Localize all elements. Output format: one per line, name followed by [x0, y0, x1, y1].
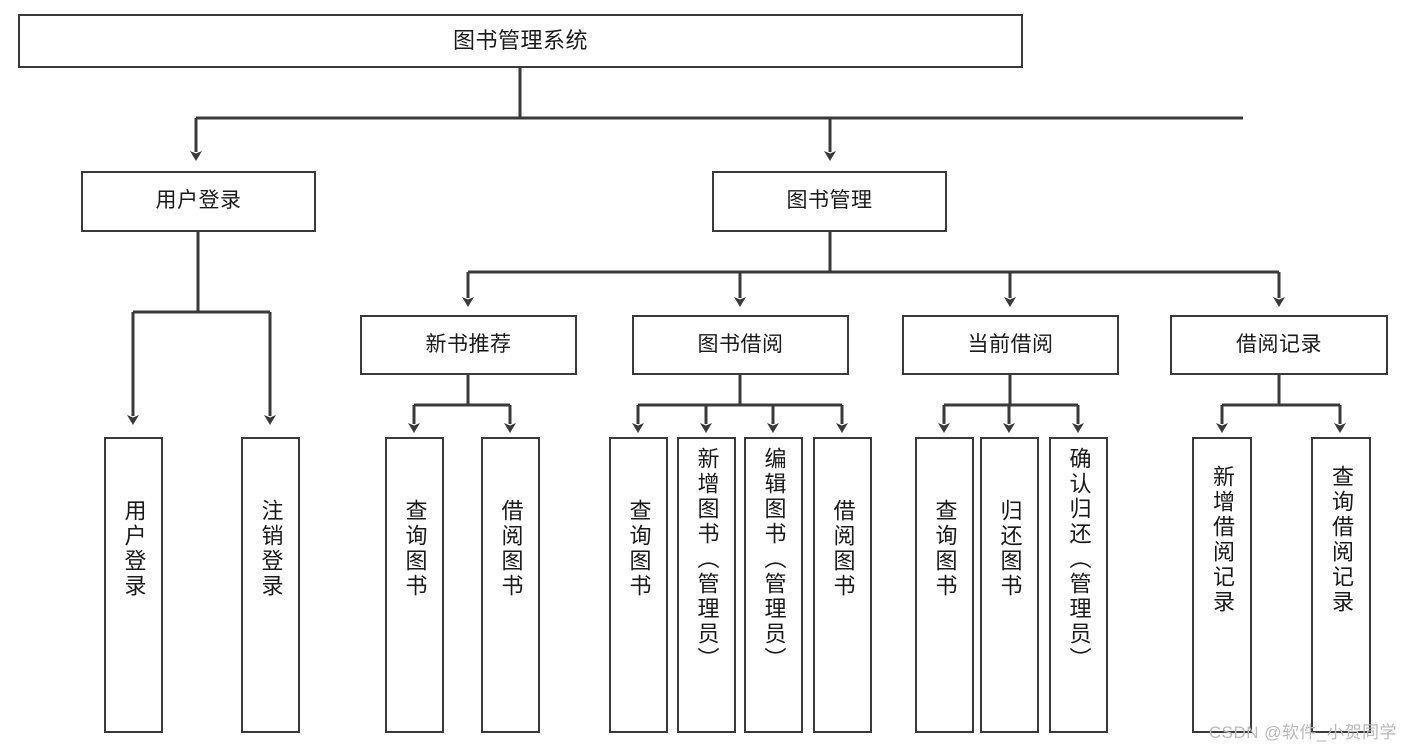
node-book-borrow[interactable]: 图书借阅	[632, 315, 849, 375]
leaf-user-login-login[interactable]: 用户登录	[104, 437, 163, 733]
node-label: 当前借阅	[967, 332, 1054, 356]
csdn-watermark: CSDN @软件_小贺同学	[1208, 723, 1397, 742]
node-book-management[interactable]: 图书管理	[712, 171, 947, 232]
node-label: 借阅图书	[498, 499, 524, 599]
node-borrow-record[interactable]: 借阅记录	[1170, 315, 1388, 375]
node-user-login[interactable]: 用户登录	[81, 171, 316, 232]
node-label: 查询图书	[932, 499, 958, 599]
node-label: 编辑图书（管理员）	[761, 447, 787, 672]
node-label: 查询图书	[402, 499, 428, 599]
node-label: 用户登录	[121, 499, 147, 599]
node-label: 图书管理系统	[452, 28, 588, 54]
node-label: 借阅图书	[830, 499, 856, 599]
leaf-book-borrow-borrow-book[interactable]: 借阅图书	[813, 437, 872, 733]
node-label: 用户登录	[155, 189, 242, 213]
leaf-current-borrow-return-book[interactable]: 归还图书	[980, 437, 1039, 733]
leaf-new-book-borrow-book[interactable]: 借阅图书	[481, 437, 540, 733]
leaf-book-borrow-query-book[interactable]: 查询图书	[609, 437, 668, 733]
leaf-borrow-record-query-record[interactable]: 查询借阅记录	[1311, 437, 1371, 733]
node-label: 确认归还（管理员）	[1066, 447, 1092, 672]
node-label: 新增借阅记录	[1210, 465, 1235, 615]
leaf-book-borrow-edit-book-admin[interactable]: 编辑图书（管理员）	[744, 437, 803, 733]
node-label: 图书借阅	[697, 332, 784, 356]
node-label: 图书管理	[786, 189, 873, 213]
node-label: 新书推荐	[425, 332, 512, 356]
leaf-new-book-query-book[interactable]: 查询图书	[385, 437, 444, 733]
node-new-book-recommend[interactable]: 新书推荐	[360, 315, 577, 375]
node-label: 查询借阅记录	[1329, 465, 1354, 615]
node-label: 归还图书	[997, 499, 1023, 599]
leaf-borrow-record-add-record[interactable]: 新增借阅记录	[1192, 437, 1252, 733]
node-label: 借阅记录	[1236, 332, 1322, 356]
node-current-borrow[interactable]: 当前借阅	[902, 315, 1119, 375]
node-label: 新增图书（管理员）	[694, 447, 720, 672]
leaf-user-login-logout[interactable]: 注销登录	[241, 437, 300, 733]
leaf-current-borrow-query-book[interactable]: 查询图书	[915, 437, 974, 733]
node-label: 查询图书	[626, 499, 652, 599]
node-root-book-management-system[interactable]: 图书管理系统	[18, 14, 1023, 68]
node-label: 注销登录	[258, 499, 284, 599]
leaf-book-borrow-add-book-admin[interactable]: 新增图书（管理员）	[677, 437, 736, 733]
leaf-current-borrow-confirm-return-admin[interactable]: 确认归还（管理员）	[1049, 437, 1108, 733]
